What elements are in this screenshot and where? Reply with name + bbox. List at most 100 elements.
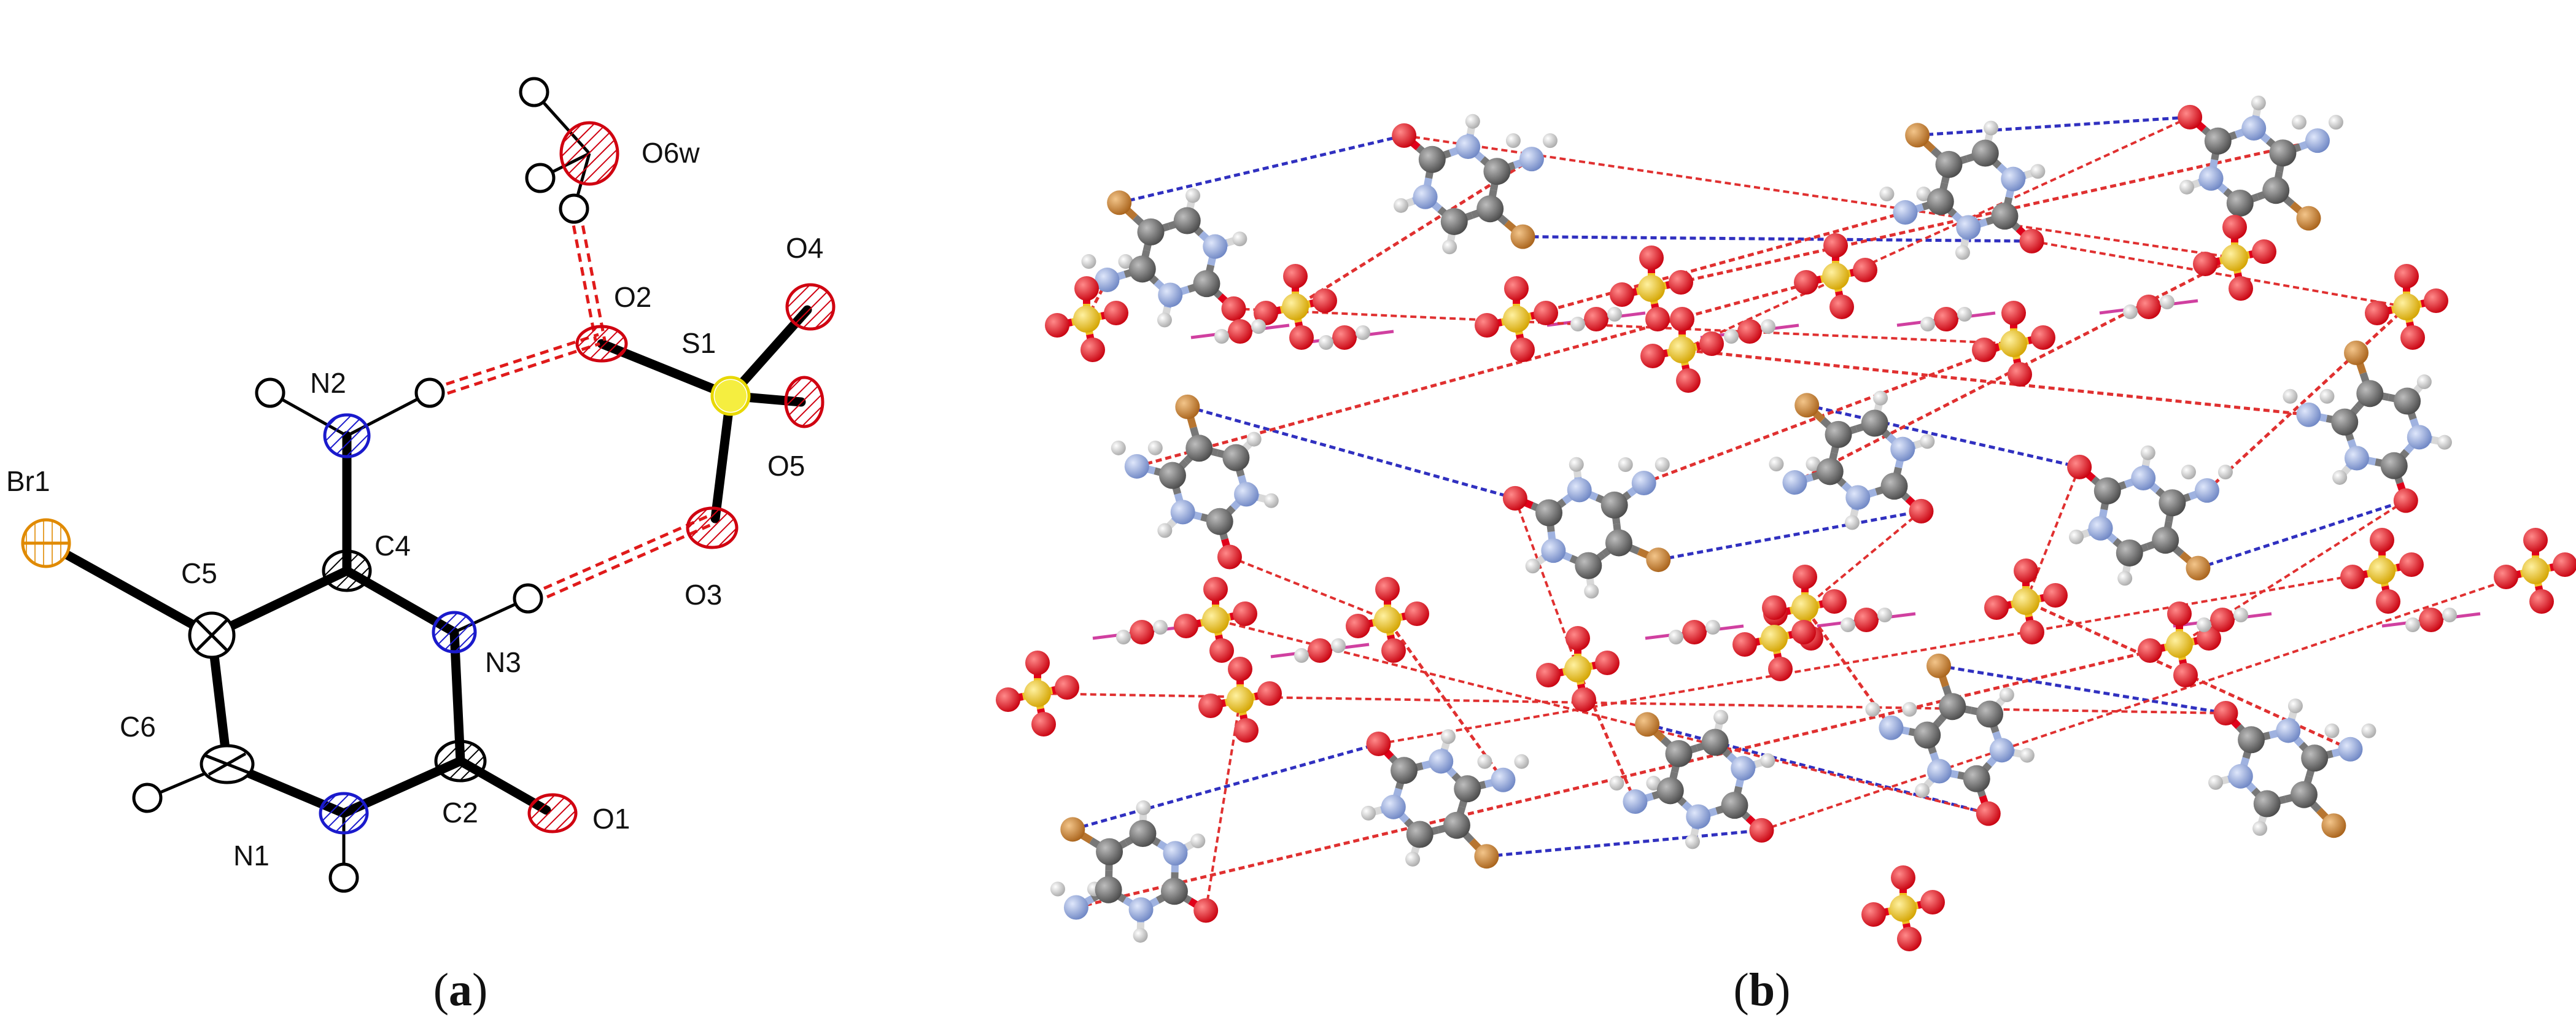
atom-h [1713,709,1729,725]
label-n2: N2 [310,367,346,399]
atom-h [1153,620,1168,635]
hbond-red [1233,307,2014,345]
atom-o [1976,801,2001,826]
label-c6: C6 [120,711,156,743]
atom-o [1475,313,1499,338]
label-br1: Br1 [6,465,50,497]
hbond-red [1761,570,2536,832]
atom-o [1221,296,1246,321]
atom-o [2222,215,2247,239]
atom-o [1045,313,1069,338]
atom-h [1865,702,1880,717]
atom-n [1203,234,1228,259]
atom-c [1656,777,1684,805]
atom-n [1956,215,1981,240]
atom-o [1762,595,1787,620]
atom-c [2301,744,2329,772]
atom-h [1251,319,1266,334]
atom-s [2221,244,2248,271]
atom-h [1147,440,1163,455]
atom-n [2131,466,2156,491]
atom-n [1782,470,1807,495]
atom-h [1116,630,1131,644]
atom-c [1971,139,1999,167]
atom-o [1909,498,1934,524]
atom-o [996,687,1020,712]
atom-o [2229,276,2253,301]
atom-h [1957,307,1972,322]
atom-c [2331,408,2359,436]
atom-o [1536,663,1561,687]
atom-n [2338,736,2363,762]
atom-c [1096,838,1123,865]
atom-h [1133,927,1148,943]
atom-n [1845,485,1871,510]
atom-h [1405,851,1421,867]
label-c4: C4 [374,530,411,562]
atom-o [2173,663,2198,687]
atom-h [1705,620,1720,635]
atom-n [1456,134,1481,160]
hbond-blue [1187,405,1516,500]
atom-h [1873,390,1888,406]
atom-h [1669,630,1683,644]
atom-c [1861,409,1888,437]
atom-h [1916,187,1931,202]
atom-h [1440,729,1456,744]
atom-br [2321,813,2346,838]
atom-h [2291,115,2306,130]
panel-a-label-open: ( [433,964,449,1016]
atom-o [2136,295,2161,319]
atom-o [1794,270,1818,295]
atom-o4 [785,283,836,331]
atom-o [2553,552,2576,577]
atom-h [1806,457,1821,472]
atom-h [1361,805,1376,821]
atom-c [2093,477,2121,504]
atom-h [1685,834,1700,849]
atom-o [2067,454,2092,479]
atom-n [1413,184,1438,209]
atom-s [1282,293,1309,320]
atom-c [1129,820,1157,848]
label-o1: O1 [592,803,630,835]
atom-h [1331,638,1346,653]
atom-o [1217,544,1242,570]
atom-c [1535,499,1563,527]
atom-h [1190,833,1206,849]
atom-n [1128,897,1154,922]
atom-c [2253,790,2281,818]
atom-h [1263,493,1279,508]
atom-h [1618,457,1633,472]
atom-br [1060,817,1085,842]
atom-c [1440,207,1468,235]
atom-n [2296,402,2321,427]
atom-c [1926,188,1954,215]
atom-h [1760,753,1775,768]
panel-a-label-letter: a [449,964,472,1016]
atom-n2 [323,413,371,458]
atom-br1 [21,518,71,568]
atom-o [1502,485,1527,511]
atom-o [1254,301,1278,325]
panel-a-label-close: ) [472,964,488,1016]
atom-o [1610,282,1634,307]
atom-n [1893,200,1918,225]
atom-n [1686,804,1711,829]
atom-c [2116,539,2143,566]
label-c2: C2 [442,797,478,829]
atom-n [1063,895,1088,920]
atom-h [1955,245,1970,260]
atom-c [1816,458,1844,485]
atom-o [1193,898,1219,923]
atom-c [2152,527,2179,554]
atom-c [1418,145,1446,173]
atom-n1 [319,792,369,835]
atom-c [1935,150,1963,178]
atom-o [1504,276,1529,301]
atom-h [1185,188,1201,203]
atom-h [1920,434,1935,449]
atom-s [1374,606,1401,633]
atom-br [2186,555,2211,581]
atom-h [1111,440,1126,455]
